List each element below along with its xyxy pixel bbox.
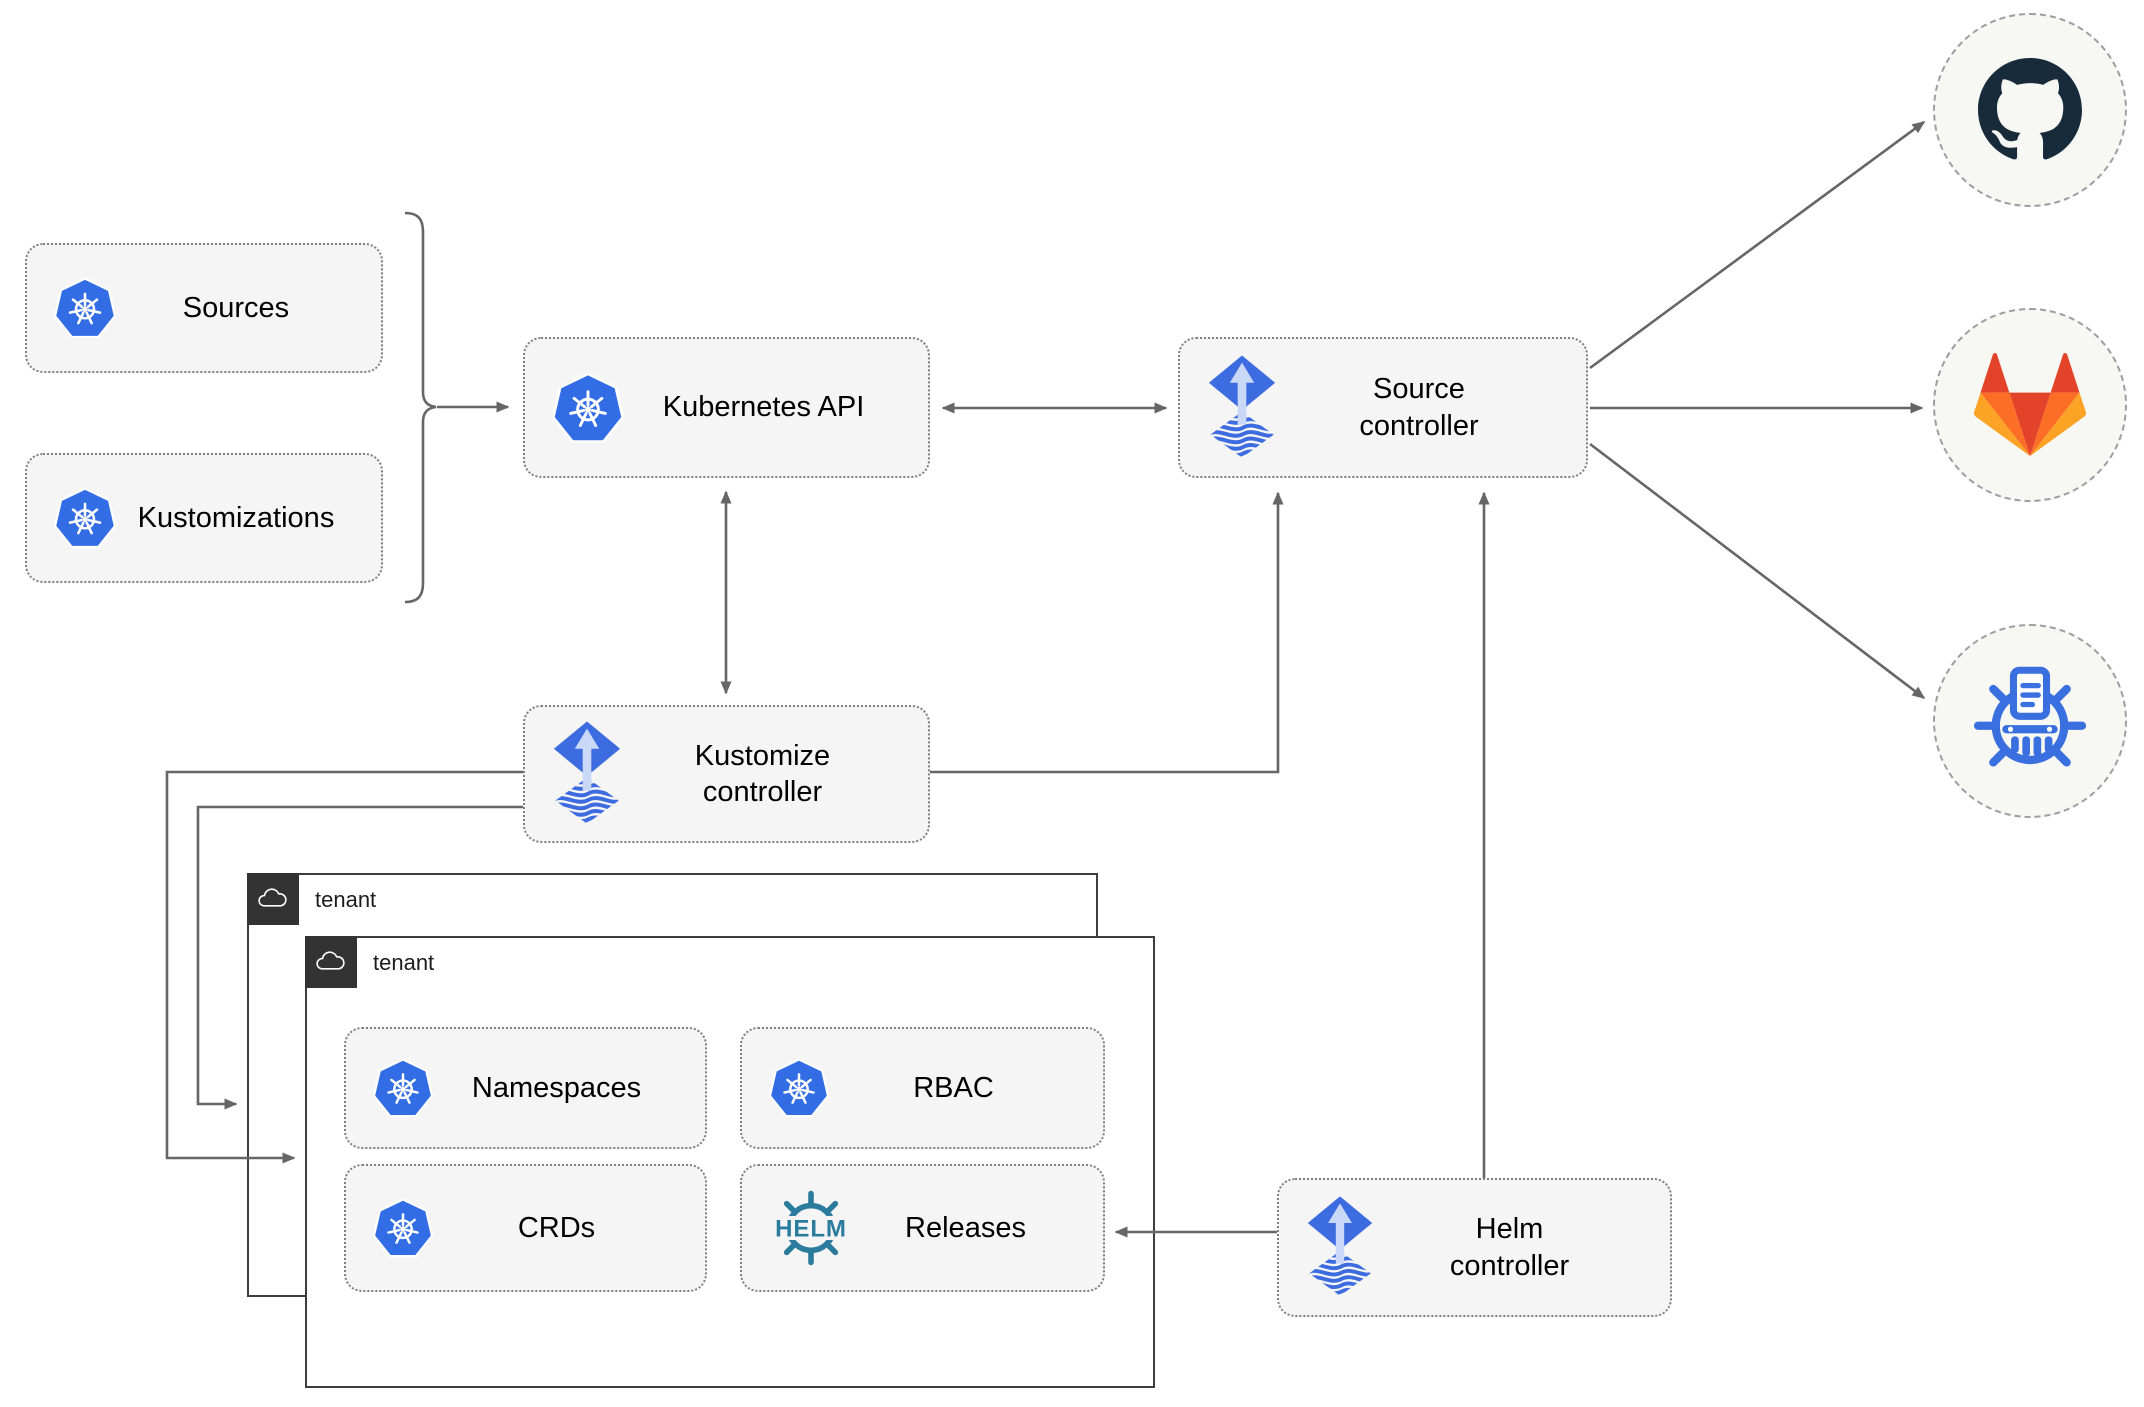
github-icon bbox=[1978, 58, 2082, 162]
external-gitlab bbox=[1933, 308, 2127, 502]
brace-sources-group bbox=[404, 211, 437, 604]
kubernetes-icon bbox=[372, 1197, 434, 1259]
external-helm-repository bbox=[1933, 624, 2127, 818]
node-label: Kustomize controller bbox=[694, 739, 831, 808]
kubernetes-icon bbox=[372, 1057, 434, 1119]
node-rbac: RBAC bbox=[740, 1027, 1105, 1149]
node-namespaces: Namespaces bbox=[344, 1027, 707, 1149]
node-label: CRDs bbox=[517, 1211, 596, 1244]
node-releases: HELM Releases bbox=[740, 1164, 1105, 1292]
node-label: Releases bbox=[905, 1211, 1026, 1244]
edge-source-to-helm-repository bbox=[1589, 442, 1926, 700]
helm-logo-text: HELM bbox=[775, 1216, 847, 1243]
tenant-box-front: tenant Namespaces RBAC CRDs bbox=[305, 936, 1155, 1388]
node-source-controller: Source controller bbox=[1178, 337, 1588, 478]
chartmuseum-icon bbox=[1971, 662, 2089, 780]
cloud-icon bbox=[256, 882, 290, 916]
kubernetes-icon bbox=[551, 371, 625, 445]
edge-kustomize-to-source bbox=[930, 491, 1284, 774]
tenant-front-header bbox=[305, 936, 357, 988]
kubernetes-icon bbox=[768, 1057, 830, 1119]
node-kustomize-controller: Kustomize controller bbox=[523, 705, 930, 843]
node-label: Kubernetes API bbox=[662, 391, 865, 424]
helm-icon: HELM bbox=[773, 1190, 849, 1266]
kubernetes-icon bbox=[53, 486, 117, 550]
node-label: Sources bbox=[182, 291, 290, 324]
node-label: Helm controller bbox=[1449, 1213, 1570, 1282]
node-label: Namespaces bbox=[471, 1071, 642, 1104]
cloud-icon bbox=[314, 945, 348, 979]
edge-source-to-github bbox=[1589, 120, 1926, 370]
flux-icon bbox=[551, 720, 623, 828]
external-github bbox=[1933, 13, 2127, 207]
node-sources: Sources bbox=[25, 243, 383, 373]
tenant-front-label: tenant bbox=[373, 950, 435, 975]
kubernetes-icon bbox=[53, 276, 117, 340]
node-crds: CRDs bbox=[344, 1164, 707, 1292]
tenant-back-label: tenant bbox=[315, 887, 377, 912]
tenant-back-header bbox=[247, 873, 299, 925]
node-kustomizations: Kustomizations bbox=[25, 453, 383, 583]
node-label: Source controller bbox=[1359, 373, 1479, 442]
flux-icon bbox=[1206, 354, 1278, 462]
flux-icon bbox=[1305, 1195, 1375, 1300]
node-helm-controller: Helm controller bbox=[1277, 1178, 1672, 1317]
node-kubernetes-api: Kubernetes API bbox=[523, 337, 930, 478]
gitlab-icon bbox=[1974, 352, 2086, 459]
node-label: RBAC bbox=[913, 1071, 994, 1104]
node-label: Kustomizations bbox=[137, 501, 335, 534]
